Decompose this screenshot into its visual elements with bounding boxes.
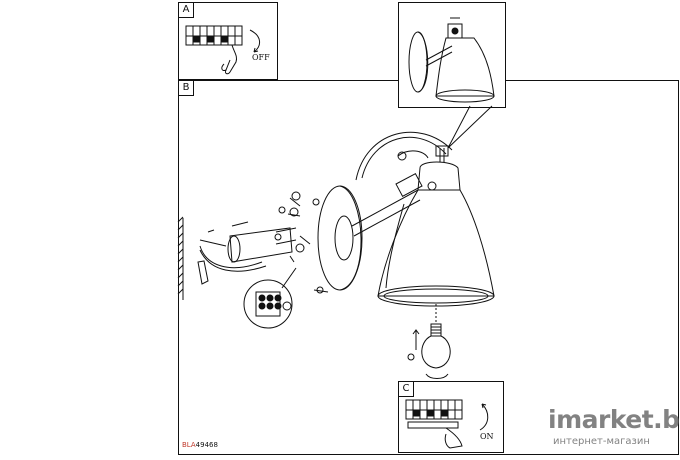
model-code: 49468 <box>195 441 218 449</box>
model-prefix: BLA <box>182 441 196 449</box>
connector-detail <box>243 267 297 329</box>
panel-a-terminal-block <box>185 25 243 75</box>
panel-c-label: C <box>398 381 414 397</box>
lamp-shade <box>377 145 495 307</box>
panel-c-terminal-block <box>405 399 463 449</box>
panel-b-label: B <box>178 80 194 96</box>
model-number: BLA49468 <box>182 441 218 449</box>
mounting-bracket <box>197 221 297 285</box>
screws <box>274 191 329 294</box>
panel-a-action-text: OFF <box>252 53 270 62</box>
panel-c-frame <box>398 381 504 453</box>
zoom-inset-frame <box>398 2 506 108</box>
panel-a-label: A <box>178 2 194 18</box>
wall-plate <box>317 185 363 291</box>
wall-hatch <box>177 216 184 300</box>
inset-pointer <box>447 105 493 149</box>
decorative-ring <box>355 131 453 181</box>
bulb <box>407 304 451 379</box>
panel-c-action-text: ON <box>480 432 494 441</box>
lamp-arm <box>351 172 423 237</box>
watermark-subtitle: интернет-магазин <box>553 436 650 447</box>
panel-a-arrow <box>249 29 260 53</box>
inset-lamp <box>408 17 495 103</box>
watermark-brand: imarket.by <box>548 405 680 434</box>
panel-c-arrow <box>479 403 489 431</box>
